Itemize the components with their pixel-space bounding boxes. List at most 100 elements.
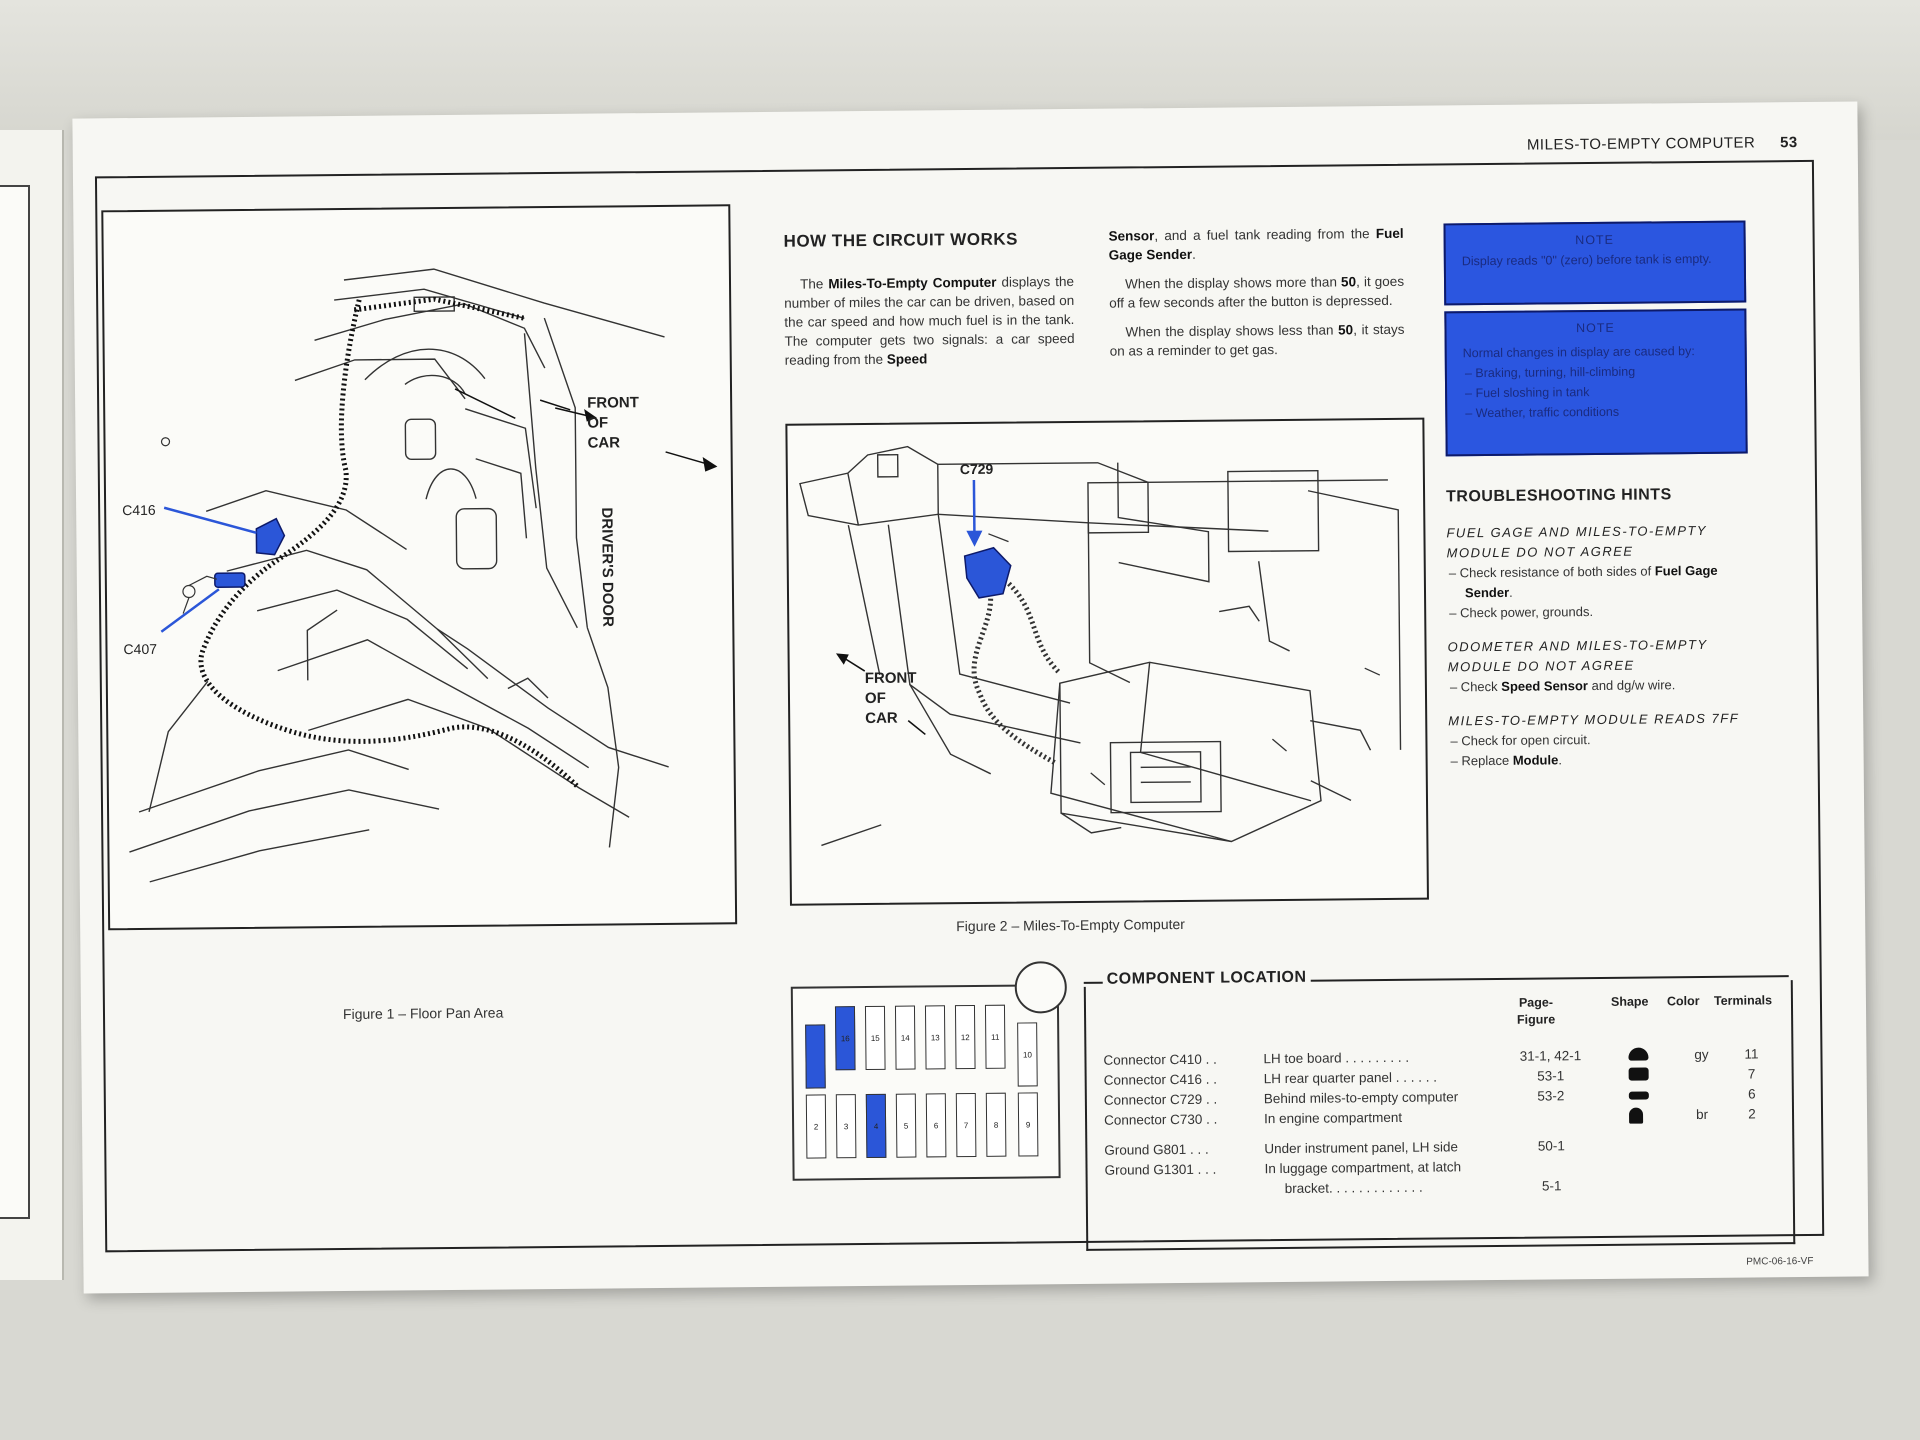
s2-i1-a: – Check <box>1449 678 1502 695</box>
fuse-slot-top-5: 13 <box>924 1005 946 1070</box>
trouble-section-2-title: ODOMETER AND MILES-TO-EMPTY MODULE DO NO… <box>1447 636 1708 675</box>
header-terminals: Terminals <box>1713 993 1773 1008</box>
fig2-front-line3: CAR <box>865 710 898 727</box>
header-shape: Shape <box>1610 994 1649 1009</box>
previous-page-frame <box>0 185 30 1219</box>
front-of-car-line3: CAR <box>587 434 620 451</box>
fuse-slot-bottom-8: 9 <box>1017 1092 1039 1157</box>
trouble-s1-item-2: – Check power, grounds. <box>1449 604 1594 621</box>
s3-i2-a: – Replace <box>1450 752 1513 769</box>
row4-location: Under instrument panel, LH side <box>1264 1139 1459 1157</box>
row2-name: Connector C729 . . <box>1103 1091 1218 1108</box>
floor-pan-drawing: C416 C407 FRONT OF CAR DRIVER'S DOOR <box>122 268 718 883</box>
row1-name: Connector C416 . . <box>1103 1071 1218 1088</box>
fig2-front-line2: OF <box>865 690 886 707</box>
circuit-p3-b: 50 <box>1340 274 1357 290</box>
note-normal-changes: NOTE Normal changes in display are cause… <box>1444 308 1748 457</box>
page-header: MILES-TO-EMPTY COMPUTER 53 <box>1527 134 1798 154</box>
computer-drawing: C729 FRONT OF CAR <box>799 445 1402 847</box>
row0-name: Connector C410 . . <box>1103 1051 1217 1068</box>
circuit-title: HOW THE CIRCUIT WORKS <box>783 229 1019 251</box>
fuse-slot-top-1 <box>805 1024 826 1089</box>
trouble-s2-item-1: – Check Speed Sensor and dg/w wire. <box>1448 674 1758 697</box>
page-number: 53 <box>1779 134 1798 152</box>
drivers-door-label: DRIVER'S DOOR <box>598 507 616 627</box>
footer-code: PMC-06-16-VF <box>1746 1255 1814 1268</box>
figure-1-caption: Figure 1 – Floor Pan Area <box>342 1004 504 1023</box>
s2-i1-c: and dg/w wire. <box>1587 677 1676 694</box>
fuse-slot-top-2: 16 <box>834 1006 856 1071</box>
row5-figure <box>1516 1158 1586 1159</box>
header-page-figure: Page-Figure <box>1516 995 1556 1027</box>
row1-location: LH rear quarter panel . . . . . . <box>1263 1069 1438 1087</box>
row3-terminals: 2 <box>1748 1106 1756 1122</box>
circuit-p2-d: . <box>1191 246 1196 262</box>
circuit-p3-a: When the display shows more than <box>1124 274 1342 292</box>
manual-page: MILES-TO-EMPTY COMPUTER 53 <box>72 101 1869 1294</box>
fuse-block-circle <box>1014 961 1068 1014</box>
row3-name: Connector C730 . . <box>1103 1111 1218 1128</box>
row5-location: In luggage compartment, at latch <box>1264 1159 1462 1177</box>
row3-color: br <box>1695 1106 1709 1123</box>
fuse-slot-top-right: 10 <box>1017 1022 1038 1087</box>
row3-figure <box>1516 1108 1586 1109</box>
trouble-section-1-title: FUEL GAGE AND MILES-TO-EMPTY MODULE DO N… <box>1446 522 1707 561</box>
s3-i2-c: . <box>1558 752 1562 768</box>
row2-terminals: 6 <box>1748 1086 1756 1102</box>
circuit-p1-d: Speed <box>886 351 928 367</box>
figure-2-caption: Figure 2 – Miles-To-Empty Computer <box>956 915 1186 935</box>
fig2-front-line1: FRONT <box>865 670 917 687</box>
circuit-column-2: Sensor, and a fuel tank reading from the… <box>1108 224 1405 371</box>
row1-figure: 53-1 <box>1537 1068 1565 1084</box>
circuit-p2-b: , and a fuel tank reading from the <box>1154 226 1376 244</box>
trouble-s3-item-2: – Replace Module. <box>1449 748 1759 771</box>
circuit-p4-b: 50 <box>1338 322 1354 338</box>
row6-location: bracket. . . . . . . . . . . . . <box>1284 1179 1423 1197</box>
label-c416: C416 <box>122 502 156 518</box>
circuit-p1-b: Miles-To-Empty Computer <box>828 274 997 292</box>
figure-1-floor-pan: C416 C407 FRONT OF CAR DRIVER'S DOOR <box>101 204 738 931</box>
row1-terminals: 7 <box>1747 1066 1756 1082</box>
note1-title: NOTE <box>1575 232 1615 248</box>
fuse-block-diagram: 16 15 14 13 12 11 10 2 3 4 5 6 7 8 9 <box>790 961 1068 1181</box>
component-location-title: COMPONENT LOCATION <box>1102 968 1311 989</box>
row6-figure: 5-1 <box>1541 1178 1562 1194</box>
previous-page-edge <box>0 130 64 1280</box>
fuse-slot-top-3: 15 <box>864 1005 886 1071</box>
troubleshooting-title: TROUBLESHOOTING HINTS <box>1446 486 1672 506</box>
front-of-car-line1: FRONT <box>587 394 639 411</box>
row4-name: Ground G801 . . . <box>1104 1141 1209 1158</box>
fuse-slot-bottom-5: 6 <box>925 1093 947 1158</box>
circuit-p2-a: Sensor <box>1108 228 1155 244</box>
circuit-p1-a: The <box>799 276 829 292</box>
s3-i2-b: Module <box>1512 752 1559 768</box>
trouble-section-3-title: MILES-TO-EMPTY MODULE READS 7FF <box>1448 710 1740 729</box>
fuse-slot-top-7: 11 <box>984 1004 1006 1069</box>
s1-i1-a: – Check resistance of both sides of <box>1448 563 1655 581</box>
circuit-column-1: The Miles-To-Empty Computer displays the… <box>784 272 1075 380</box>
s1-i1-c: . <box>1509 584 1513 600</box>
fuse-slot-top-6: 12 <box>954 1004 976 1070</box>
fuse-slot-top-4: 14 <box>894 1005 916 1070</box>
front-of-car-line2: OF <box>587 414 608 431</box>
troubleshooting-list: FUEL GAGE AND MILES-TO-EMPTY MODULE DO N… <box>1446 520 1758 771</box>
row2-location: Behind miles-to-empty computer <box>1263 1089 1459 1107</box>
circuit-p4-a: When the display shows less than <box>1125 322 1339 340</box>
s2-i1-b: Speed Sensor <box>1501 678 1589 694</box>
fuse-slot-bottom-7: 8 <box>985 1092 1007 1157</box>
figure-2-computer: C729 FRONT OF CAR <box>785 417 1429 906</box>
label-c729: C729 <box>960 461 994 477</box>
row5-name: Ground G1301 . . . <box>1104 1161 1217 1178</box>
note2-bullet-1: – Braking, turning, hill-climbing <box>1464 364 1636 381</box>
row2-figure: 53-2 <box>1537 1088 1565 1104</box>
fuse-slot-bottom-4: 5 <box>895 1093 917 1158</box>
fuse-slot-bottom-1: 2 <box>805 1094 827 1159</box>
note2-bullet-2: – Fuel sloshing in tank <box>1465 385 1590 401</box>
row4-figure: 50-1 <box>1537 1138 1565 1154</box>
trouble-s1-item-1: – Check resistance of both sides of Fuel… <box>1447 560 1757 603</box>
header-title: MILES-TO-EMPTY COMPUTER <box>1526 134 1756 154</box>
row0-location: LH toe board . . . . . . . . . <box>1263 1049 1410 1067</box>
row0-color: gy <box>1694 1046 1709 1063</box>
label-c407: C407 <box>123 641 157 657</box>
fuse-slot-bottom-3: 4 <box>865 1093 887 1159</box>
